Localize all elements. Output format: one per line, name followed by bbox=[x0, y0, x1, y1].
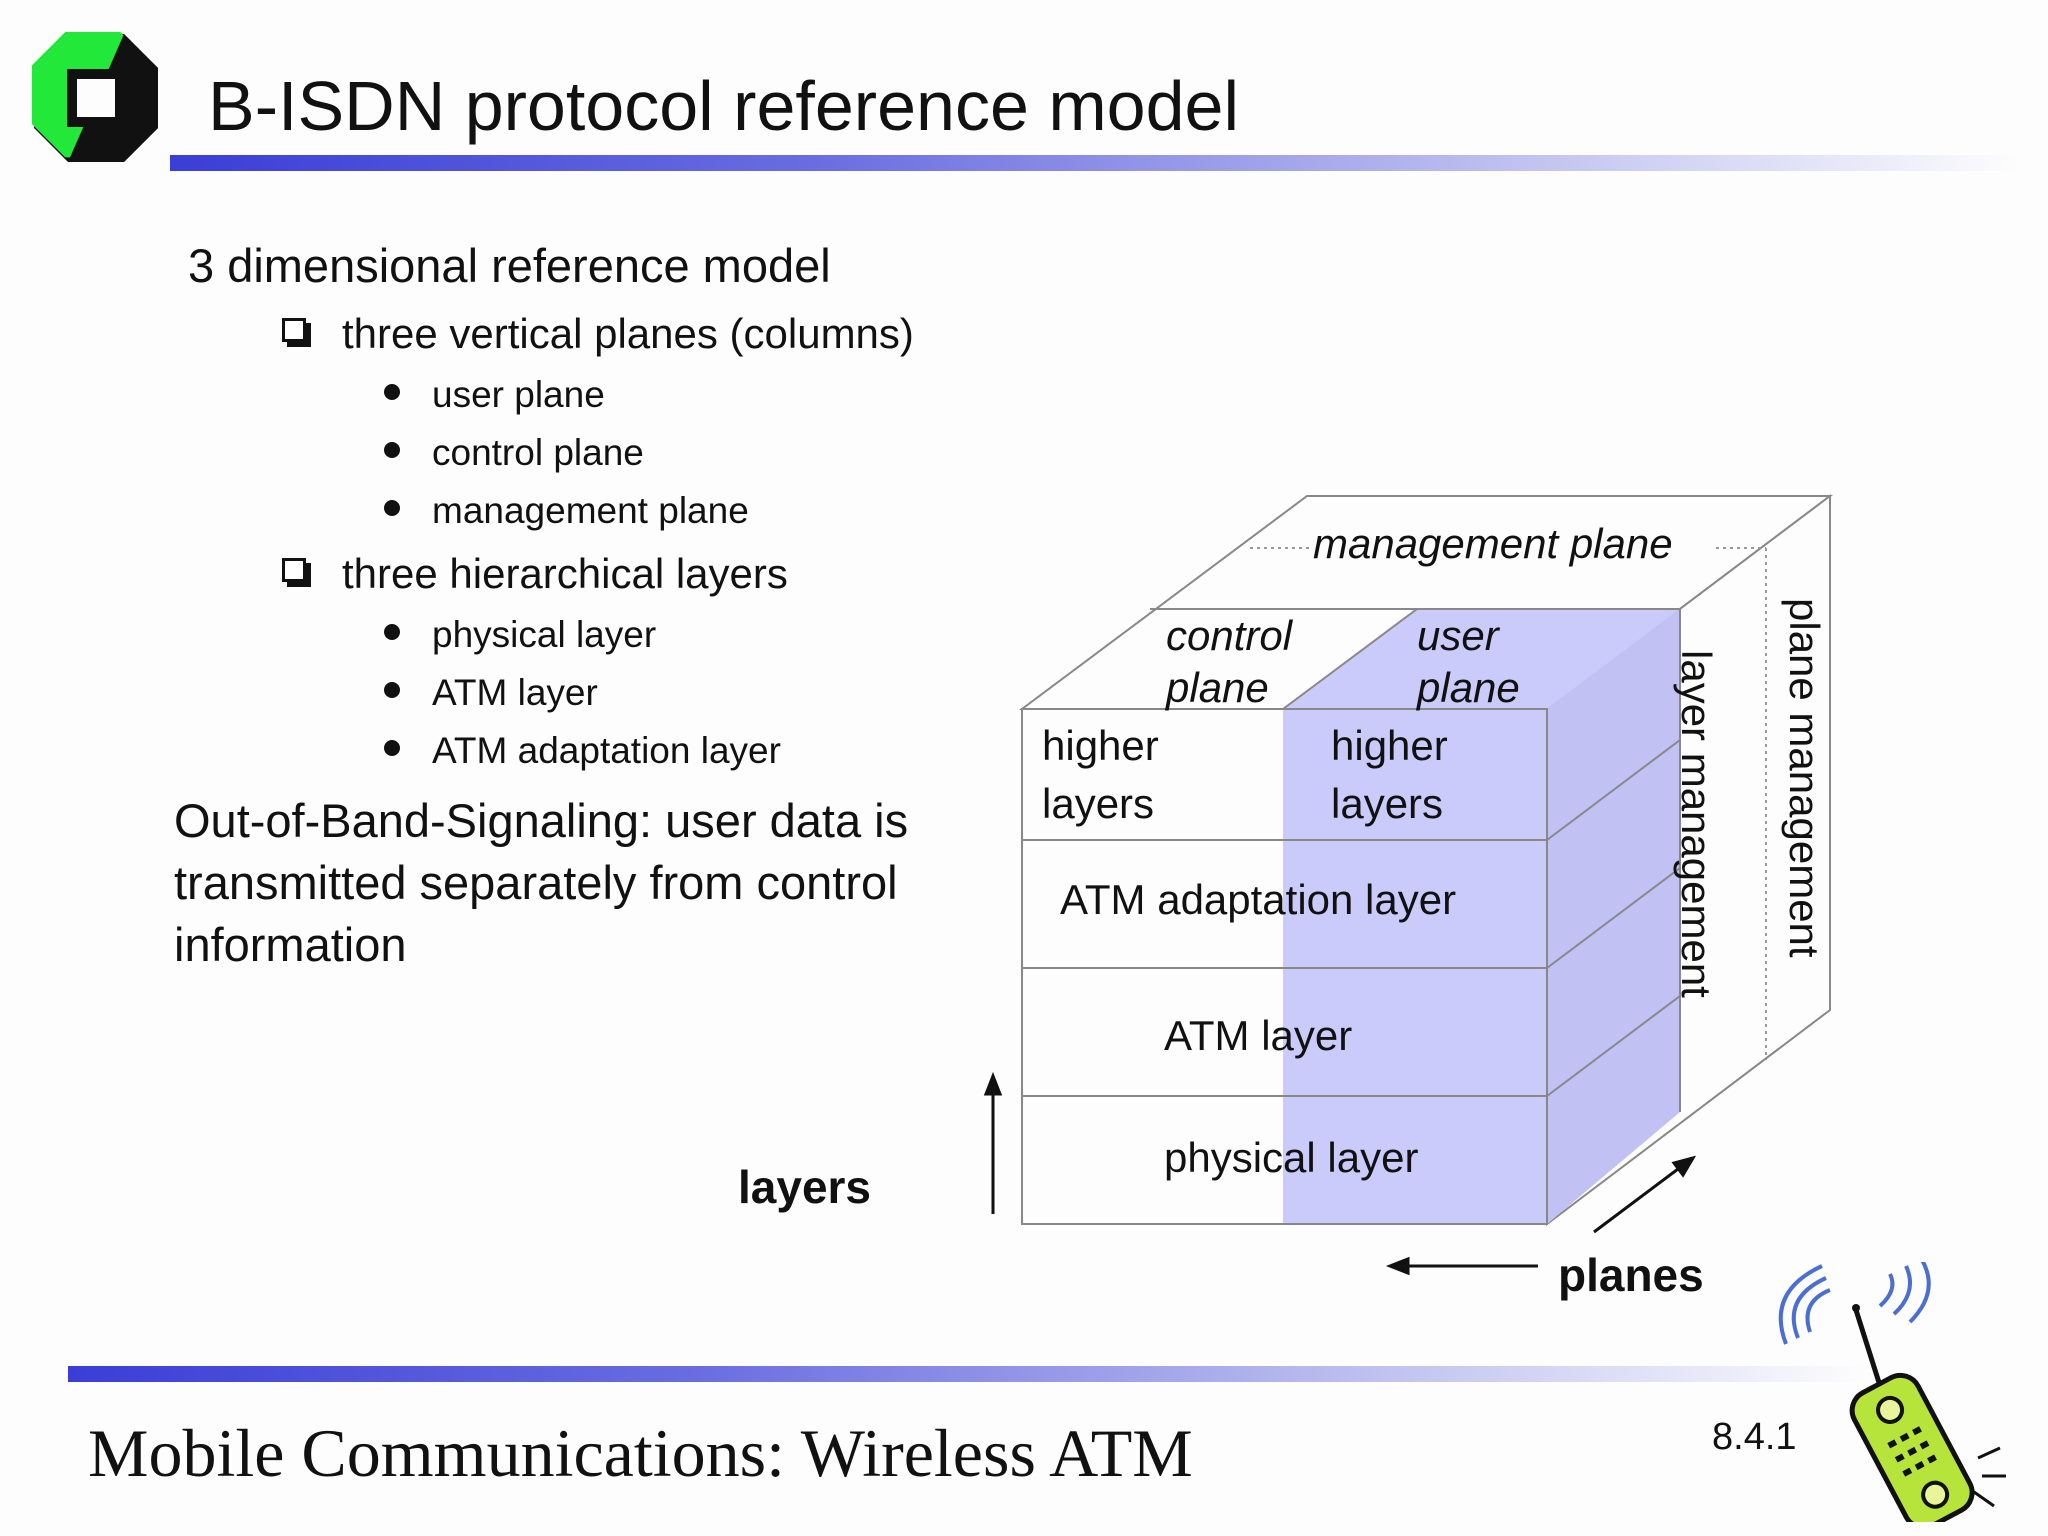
control-higher-layers-line2: layers bbox=[1042, 780, 1155, 827]
footer-bar bbox=[68, 1366, 1868, 1382]
user-plane-label-line1: user bbox=[1417, 612, 1499, 659]
bullet-icon bbox=[384, 624, 400, 640]
user-higher-layers-line1: higher bbox=[1331, 722, 1448, 769]
square-bullet-icon bbox=[282, 318, 306, 342]
physical-layer-row-label: physical layer bbox=[1164, 1134, 1419, 1181]
control-plane-label-line2: plane bbox=[1166, 664, 1269, 711]
mobile-phone-clipart bbox=[1778, 1262, 2006, 1522]
user-plane-label-line2: plane bbox=[1417, 664, 1520, 711]
layers-axis-label: layers bbox=[738, 1161, 872, 1213]
bullet-icon bbox=[384, 442, 400, 458]
footer-title: Mobile Communications: Wireless ATM bbox=[88, 1415, 1193, 1491]
list-item-aal: ATM adaptation layer bbox=[432, 730, 781, 771]
university-logo bbox=[32, 32, 158, 162]
section-planes-label: three vertical planes (columns) bbox=[342, 310, 914, 357]
planes-axis-label: planes bbox=[1558, 1249, 1704, 1301]
section-layers-label: three hierarchical layers bbox=[342, 550, 788, 597]
atm-layer-row-label: ATM layer bbox=[1164, 1012, 1353, 1059]
list-item-management-plane: management plane bbox=[432, 490, 749, 531]
intro-heading: 3 dimensional reference model bbox=[188, 239, 831, 292]
list-item-control-plane: control plane bbox=[432, 432, 644, 473]
slide-title: B-ISDN protocol reference model bbox=[208, 67, 1239, 145]
user-plane-top bbox=[1283, 609, 1680, 709]
management-plane-label: management plane bbox=[1313, 520, 1673, 567]
out-of-band-text: Out-of-Band-Signaling: user data is tran… bbox=[174, 794, 909, 971]
list-item-user-plane: user plane bbox=[432, 374, 605, 415]
square-bullet-icon bbox=[282, 558, 306, 582]
list-item-physical-layer: physical layer bbox=[432, 614, 657, 655]
control-higher-layers-line1: higher bbox=[1042, 722, 1159, 769]
layer-management-label: layer management bbox=[1673, 650, 1720, 998]
aal-row-label: ATM adaptation layer bbox=[1060, 876, 1457, 923]
plane-management-label: plane management bbox=[1781, 598, 1828, 958]
bullet-icon bbox=[384, 740, 400, 756]
title-underline-bar bbox=[170, 155, 2020, 171]
user-higher-layers-line2: layers bbox=[1331, 780, 1444, 827]
list-item-atm-layer: ATM layer bbox=[432, 672, 598, 713]
page-number: 8.4.1 bbox=[1712, 1416, 1797, 1458]
bullet-icon bbox=[384, 500, 400, 516]
control-plane-label-line1: control bbox=[1166, 612, 1293, 659]
bullet-icon bbox=[384, 384, 400, 400]
bullet-icon bbox=[384, 682, 400, 698]
